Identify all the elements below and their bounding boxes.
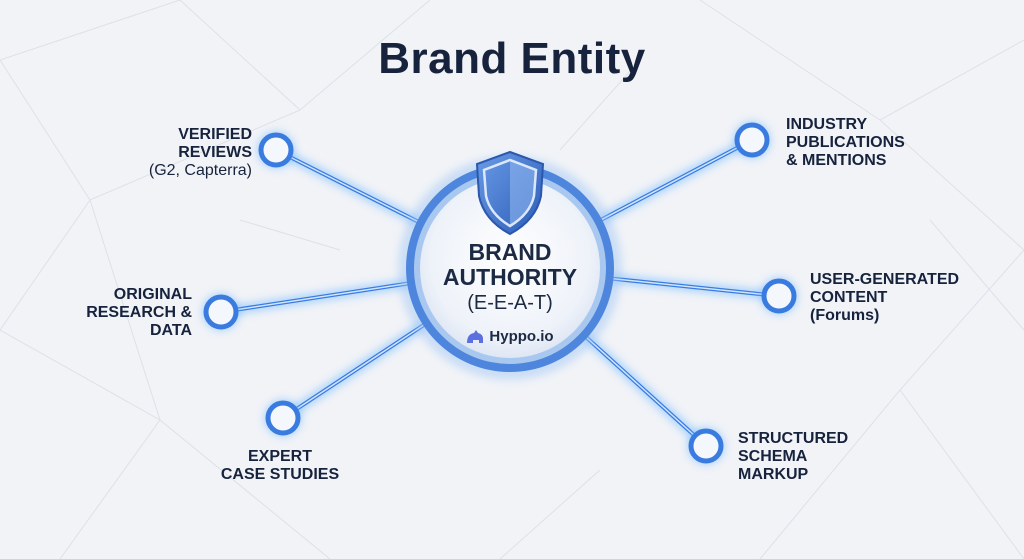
label-line: INDUSTRY — [786, 116, 868, 133]
node-original — [202, 293, 240, 331]
node-structured — [687, 427, 725, 465]
brand-name: Hyppo.io — [489, 328, 554, 345]
label-line: PUBLICATIONS — [786, 134, 905, 151]
page-title: Brand Entity — [378, 34, 646, 83]
label-line: ORIGINAL — [113, 286, 192, 303]
label-sub: (G2, Capterra) — [148, 162, 252, 179]
label-line: SCHEMA — [738, 448, 808, 465]
label-line: DATA — [149, 322, 192, 339]
brand-logo: Hyppo.io — [410, 328, 610, 345]
node-ugc — [760, 277, 798, 315]
node-label-user-generated-content: USER-GENERATED CONTENT (Forums) — [810, 271, 1010, 325]
node-verified — [257, 131, 295, 169]
center-label: BRAND AUTHORITY (E-E-A-T) Hyppo.io — [410, 239, 610, 346]
center-line-1: BRAND — [468, 239, 552, 265]
label-line: USER-GENERATED — [810, 271, 960, 288]
label-line: RESEARCH & — [86, 304, 192, 321]
label-line: VERIFIED — [178, 126, 252, 143]
label-line: REVIEWS — [178, 144, 252, 161]
label-line: CASE STUDIES — [220, 466, 340, 483]
hippo-logo-icon — [467, 329, 484, 343]
label-line: CONTENT — [810, 289, 888, 306]
shield-icon — [475, 150, 545, 236]
node-label-verified-reviews: VERIFIED REVIEWS (G2, Capterra) — [90, 126, 252, 180]
center-line-2: AUTHORITY — [442, 264, 578, 290]
center-line-3: (E-E-A-T) — [467, 292, 553, 314]
node-industry — [733, 121, 771, 159]
center-circle — [420, 178, 600, 358]
label-line: (Forums) — [810, 307, 880, 324]
label-line: & MENTIONS — [786, 152, 887, 169]
label-line: MARKUP — [738, 466, 809, 483]
node-expert — [264, 399, 302, 437]
node-label-original-research: ORIGINAL RESEARCH & DATA — [30, 286, 192, 340]
label-line: STRUCTURED — [738, 430, 849, 447]
label-line: EXPERT — [247, 448, 312, 465]
node-label-industry-publications: INDUSTRY PUBLICATIONS & MENTIONS — [786, 116, 986, 170]
node-label-expert-case-studies: EXPERT CASE STUDIES — [200, 448, 360, 484]
node-label-structured-schema: STRUCTURED SCHEMA MARKUP — [738, 430, 898, 484]
